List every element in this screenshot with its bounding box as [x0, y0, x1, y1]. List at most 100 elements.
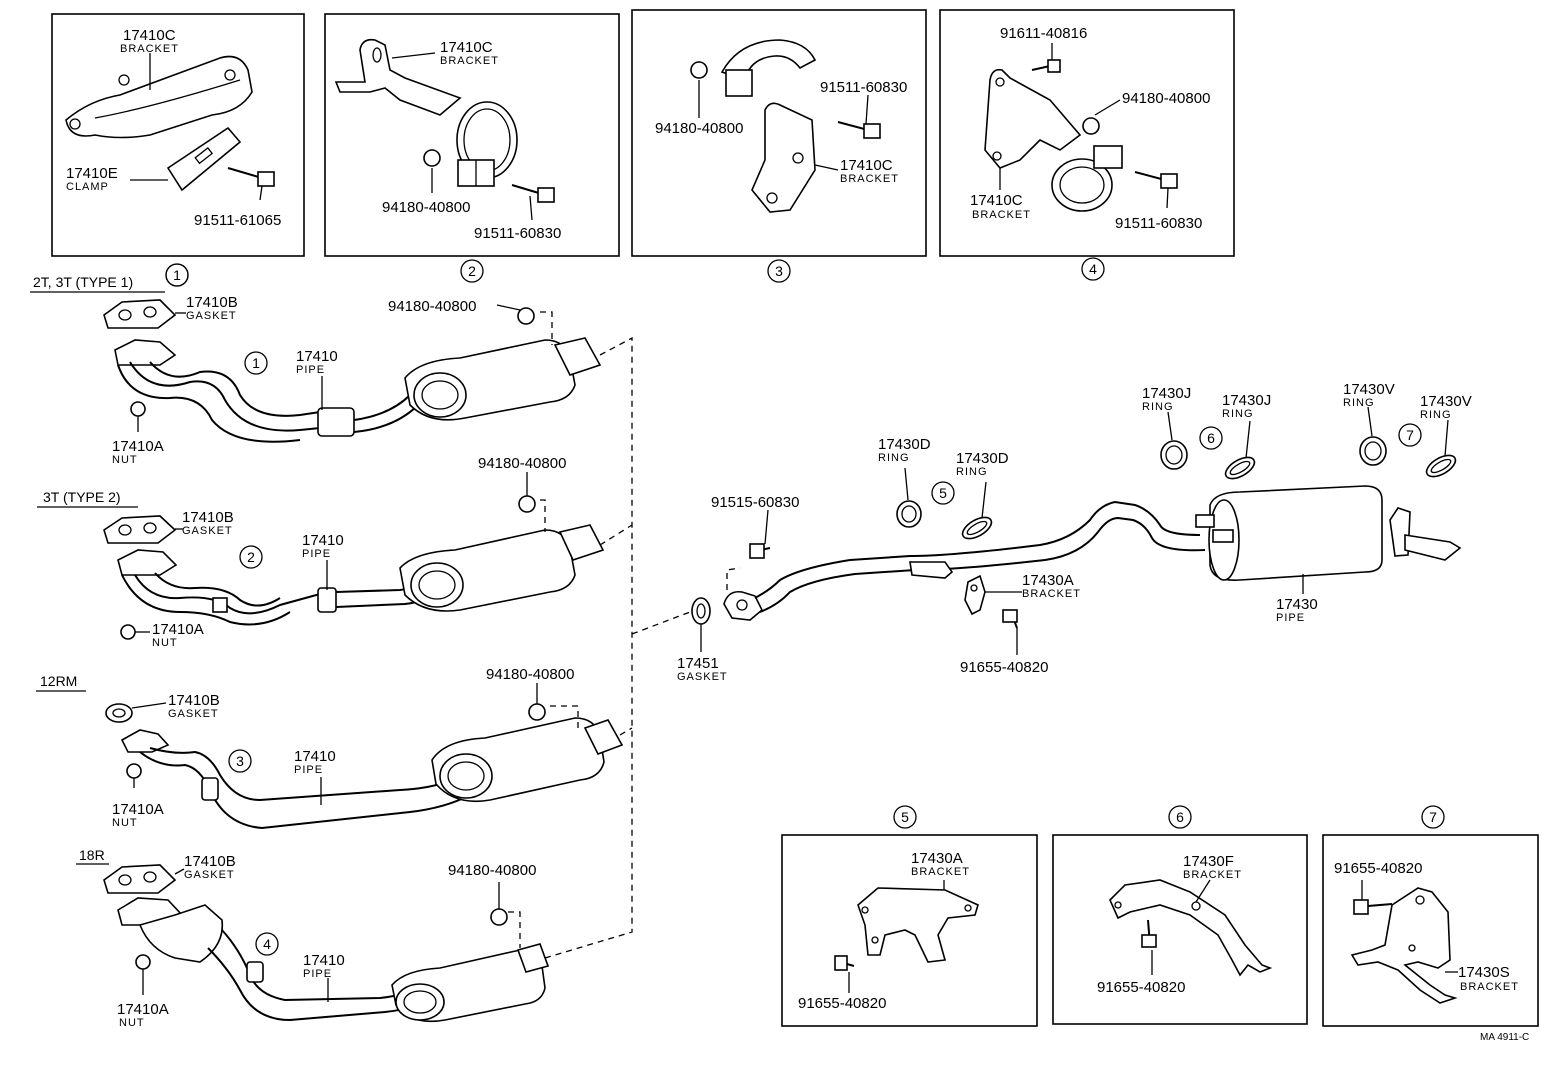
gasket-drawing: [103, 299, 177, 329]
bracket-hole: [1114, 901, 1122, 909]
ring-17430v-drawing: [1425, 454, 1457, 478]
detail-box-2: 17410C BRACKET 94180-40800 91511-60830: [324, 13, 620, 257]
label-pn: 17410A: [112, 438, 164, 455]
label-name: BRACKET: [972, 209, 1031, 221]
label-pn: 17430D: [878, 436, 931, 453]
leader-line: [529, 195, 533, 221]
label-pn: 17430A: [911, 850, 963, 867]
detail-box-1: 17410C BRACKET 17410E CLAMP 91511-61065: [51, 13, 305, 257]
label-pn: 17410B: [186, 294, 238, 311]
gasket-hole: [118, 309, 132, 321]
pipe-callout-circle: [255, 932, 279, 956]
callout-4-number: 4: [1089, 261, 1097, 277]
ring-17430d-drawing: [961, 516, 993, 540]
bolt-head: [1141, 934, 1157, 948]
bracket-hole: [372, 47, 382, 63]
pipe-tube: [129, 361, 321, 432]
nut-94180-drawing: [1082, 117, 1100, 135]
dashed-guide: [726, 567, 741, 590]
ring-17430j-drawing: [1224, 456, 1256, 480]
nut-94180-drawing: [690, 61, 708, 79]
bracket-hole: [792, 152, 804, 164]
gasket-17451-drawing: [691, 597, 711, 625]
callout-6-box-number: 6: [1176, 809, 1184, 825]
label-name: PIPE: [303, 968, 332, 980]
detail-box-3: 94180-40800 91511-60830 17410C BRACKET: [631, 9, 927, 257]
bolt-head: [257, 171, 275, 187]
label-pn: 17410: [303, 952, 345, 969]
label-pn: 91515-60830: [711, 494, 799, 511]
clamp-nut-drawing: [517, 307, 535, 325]
label-name: RING: [878, 452, 910, 464]
bolt-shank: [511, 184, 543, 195]
dashed-guide: [540, 499, 546, 532]
label-name: GASKET: [677, 671, 728, 683]
pipe-tube: [121, 574, 291, 626]
ring-inner: [1165, 445, 1183, 465]
label-name: GASKET: [182, 525, 233, 537]
label-pn: 91655-40820: [1334, 860, 1422, 877]
callout-3-number: 3: [775, 263, 783, 279]
rear-pipe-tube: [759, 516, 1206, 613]
leader-line: [1245, 420, 1251, 459]
callout-7-number: 7: [1406, 427, 1414, 443]
label-pn: 17410C: [123, 27, 176, 44]
detail-box-6: 17430F BRACKET 91655-40820: [1052, 834, 1308, 1025]
label-name: NUT: [112, 454, 138, 466]
label-pn: 17410: [294, 748, 336, 765]
gasket-hole: [143, 522, 157, 534]
ring-17430j-drawing: [1160, 440, 1188, 470]
leader-line: [904, 467, 909, 501]
pipe-callout-circle: [228, 749, 252, 773]
label-pn: 91655-40820: [798, 995, 886, 1012]
label-pn: 94180-40800: [448, 862, 536, 879]
label-name: CLAMP: [66, 181, 109, 193]
leader-line: [391, 52, 436, 59]
bracket-hole: [871, 936, 879, 944]
muffler-end-inner: [447, 761, 485, 791]
muffler-end: [410, 562, 464, 608]
detail-box-5: 17430A BRACKET 91655-40820: [781, 834, 1038, 1027]
dashed-connector-main: [544, 336, 633, 959]
ring-inner: [1430, 458, 1452, 474]
pipe-flange: [120, 729, 170, 753]
label-pn: 17430F: [1183, 853, 1234, 870]
pipe-rear-flange: [558, 524, 605, 561]
label-pn: 91511-60830: [1115, 215, 1202, 232]
label-pn: 94180-40800: [388, 298, 476, 315]
label-name: RING: [1420, 409, 1452, 421]
pipe-callout-number: 2: [247, 549, 255, 565]
clamp-slot: [194, 147, 214, 165]
callout-7-circle: [1398, 423, 1422, 447]
label-pn: 91511-60830: [820, 79, 907, 96]
leader-line: [1166, 187, 1169, 209]
muffler-hanger: [1195, 514, 1215, 528]
pipe-tube: [149, 747, 463, 802]
label-name: NUT: [152, 637, 178, 649]
gasket-hole: [696, 603, 706, 619]
bolt-shank: [1367, 903, 1393, 907]
label-pn: 17430: [1276, 596, 1318, 613]
bolt-head: [1160, 173, 1178, 189]
pipe-tube: [117, 364, 301, 443]
label-pn: 94180-40800: [655, 120, 743, 137]
callout-5-box-circle: [893, 805, 917, 829]
label-name: GASKET: [168, 708, 219, 720]
detail-box-4: 91611-40816 94180-40800 17410C BRACKET 9…: [939, 9, 1235, 257]
label-pn: 91511-61065: [194, 212, 281, 229]
muffler-end: [395, 983, 445, 1021]
leader-line: [814, 164, 839, 171]
dashed-guide: [540, 311, 553, 345]
muffler-end-inner: [421, 380, 459, 410]
label-pn: 17410B: [182, 509, 234, 526]
gasket-hole: [112, 708, 126, 718]
detail-box-4-frame: [939, 9, 1235, 257]
callout-3-circle: [767, 259, 791, 283]
dashed-connector: [599, 524, 633, 546]
gasket-hole: [143, 871, 157, 883]
label-pn: 17430S: [1458, 964, 1510, 981]
ring-inner: [966, 520, 988, 536]
clamp-ears: [1093, 145, 1123, 169]
gasket-drawing: [105, 703, 133, 723]
